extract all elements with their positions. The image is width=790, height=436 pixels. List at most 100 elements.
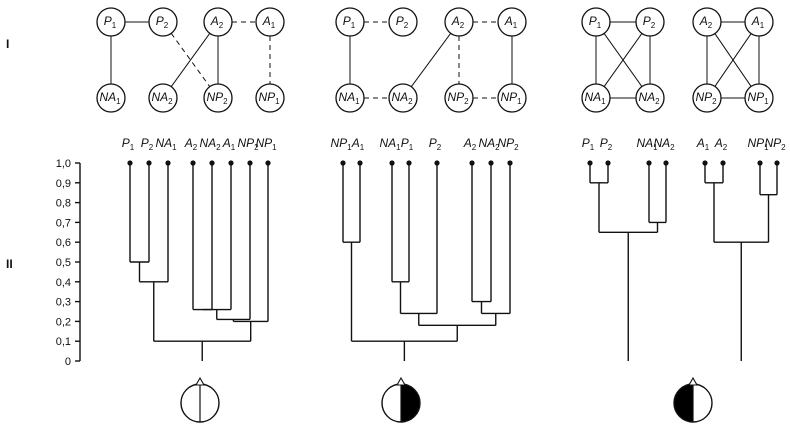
graph-node-label: NA2 [151, 90, 173, 106]
graph-node [444, 7, 474, 37]
dendrogram-leaf-label: P2 [429, 136, 442, 152]
dendrogram-leaf-label: NP1 [747, 136, 769, 152]
dendrogram-leaf-label: NP2 [764, 136, 786, 152]
axis-tick-label: 0,7 [56, 217, 71, 229]
graph-node [635, 7, 665, 37]
graph-node-label: A2 [451, 14, 465, 30]
axis-tick-label: 0,4 [56, 277, 71, 289]
graph-node [255, 7, 285, 37]
graph-edge [170, 33, 211, 87]
brain-icon-1 [180, 376, 220, 423]
nose-marker [688, 376, 698, 386]
dendrogram-leaf-label: P1 [582, 136, 595, 152]
graph-node-label: NA1 [99, 90, 121, 106]
graph-node-label: NA2 [638, 90, 660, 106]
row-label-II: II [6, 257, 13, 271]
graph-node-label: NA1 [584, 90, 606, 106]
dendrogram-leaf-label: NP1 [330, 136, 352, 152]
graph-node [203, 7, 233, 37]
graph-node-label: NP2 [206, 90, 228, 106]
dendrogram-leaf-label: NA1 [155, 136, 177, 152]
graph-node [497, 83, 527, 113]
graph-edge [410, 32, 452, 88]
graph-node [744, 7, 774, 37]
brain-icon-3 [673, 376, 713, 423]
graph-node [96, 7, 126, 37]
graph-node-label: NP1 [258, 90, 280, 106]
graph-node [255, 83, 285, 113]
dendrogram-leaf-label: NA2 [478, 136, 500, 152]
graph-node [635, 83, 665, 113]
graph-node [581, 83, 611, 113]
axis-tick-label: 0,8 [56, 198, 71, 210]
graph-node-label: NP2 [695, 90, 717, 106]
axis-tick-label: 0,1 [56, 336, 71, 348]
graph-node-label: NP1 [500, 90, 522, 106]
dendrogram-leaf-label: NA1 [636, 136, 658, 152]
graph-node-label: P2 [156, 14, 169, 30]
dendrogram-leaf-label: NP1 [255, 136, 277, 152]
graph-node-label: NA2 [391, 90, 413, 106]
dendrogram-leaf-label: A1 [222, 136, 236, 152]
graph-node [96, 83, 126, 113]
dendrogram-leaf-label: A2 [184, 136, 198, 152]
graph-node [335, 7, 365, 37]
filled-hemisphere [674, 384, 693, 422]
dendrogram-leaf-label: NA2 [653, 136, 675, 152]
graph-node [148, 83, 178, 113]
dendrogram-leaf-label: A2 [714, 136, 728, 152]
dendrogram-leaf-label: NA2 [199, 136, 221, 152]
graph-node-label: A1 [751, 14, 765, 30]
dendrogram-leaf-label: A2 [463, 136, 477, 152]
graph-node [388, 83, 418, 113]
dendrogram-leaf-label: P1 [401, 136, 414, 152]
dendrogram-leaf-label: P1 [122, 136, 135, 152]
graph-node [203, 83, 233, 113]
axis-tick-label: 1,0 [56, 158, 71, 170]
graph-node [581, 7, 611, 37]
filled-hemisphere [401, 384, 420, 422]
axis-tick-label: 0,3 [56, 297, 71, 309]
graph-node-label: A1 [262, 14, 276, 30]
dendrogram-leaf-label: NP2 [237, 136, 259, 152]
graph-node-label: A1 [504, 14, 518, 30]
dendrogram-leaf-label: A1 [696, 136, 710, 152]
graph-node-label: NP1 [747, 90, 769, 106]
graph-node-label: P1 [104, 14, 117, 30]
dendrogram-leaf-label: P2 [141, 136, 154, 152]
graph-node [148, 7, 178, 37]
nose-marker [396, 376, 406, 386]
graph-node-label: P2 [396, 14, 409, 30]
brain-icon-2 [381, 376, 421, 423]
graph-node-label: A2 [210, 14, 224, 30]
dendrogram-leaf-label: NA1 [379, 136, 401, 152]
similarity-axis: 1,00,90,80,70,60,50,40,30,20,10 [56, 158, 81, 368]
axis-tick-label: 0,6 [56, 237, 71, 249]
graph-node [388, 7, 418, 37]
graph-node-label: P2 [643, 14, 656, 30]
dendrogram-leaf-label: P2 [600, 136, 613, 152]
graph-node [744, 83, 774, 113]
graph-node-label: P1 [589, 14, 602, 30]
graph-node-label: P1 [343, 14, 356, 30]
graph-node [692, 7, 722, 37]
graph-node [335, 83, 365, 113]
nose-marker [195, 376, 205, 386]
graph-node [444, 83, 474, 113]
brain-icons-row [180, 376, 713, 423]
graph-node [692, 83, 722, 113]
axis-tick-label: 0 [65, 356, 71, 368]
graph-node [497, 7, 527, 37]
row-label-I: I [6, 37, 9, 51]
